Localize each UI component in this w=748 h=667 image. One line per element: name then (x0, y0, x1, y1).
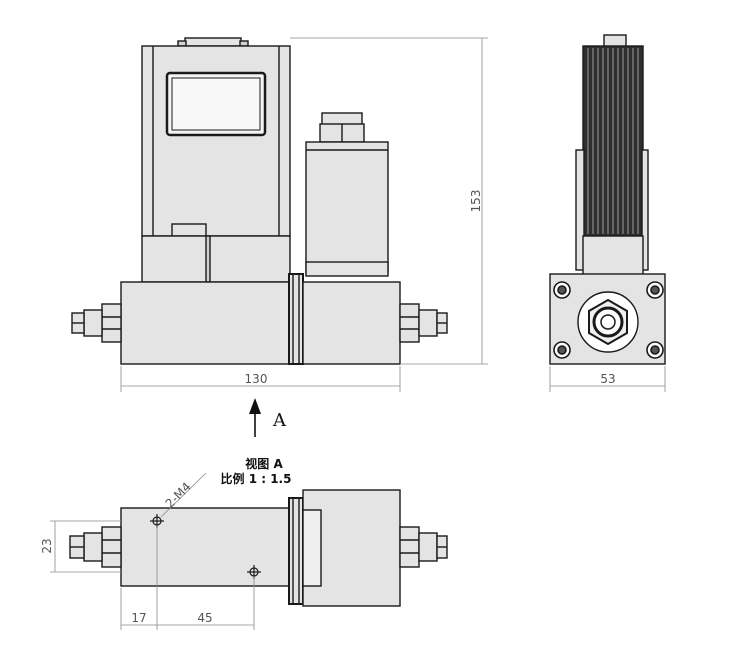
view-arrow (249, 398, 261, 437)
right-fitting (399, 303, 448, 343)
front-view (71, 37, 448, 365)
top-connector (184, 37, 242, 47)
offset-dimension-label: 17 (131, 611, 146, 625)
bottom-flange (288, 497, 304, 605)
valve-nut (321, 112, 363, 126)
left-fitting (71, 303, 122, 343)
front-dimensions (120, 37, 488, 392)
width-dimension-label: 130 (245, 372, 268, 386)
flange (288, 273, 304, 365)
valve-coil (305, 141, 389, 273)
bottom-view (69, 489, 448, 607)
bottom-height-dimension-label: 23 (40, 538, 54, 553)
side-port (577, 291, 639, 353)
view-title: 视图 A (245, 456, 283, 471)
side-width-dimension-label: 53 (600, 372, 615, 386)
main-body-left (120, 281, 290, 365)
bottom-body-left (120, 507, 290, 587)
thread-callout: 2-M4 (163, 480, 194, 511)
height-dimension-label: 153 (469, 190, 483, 213)
view-scale: 比例 1 : 1.5 (221, 471, 292, 486)
housing-neck (141, 235, 291, 283)
main-body-right (302, 281, 401, 365)
hole-spacing-dimension-label: 45 (197, 611, 212, 625)
side-view (549, 34, 666, 365)
bottom-dimensions (50, 520, 255, 630)
view-arrow-label: A (272, 410, 287, 431)
